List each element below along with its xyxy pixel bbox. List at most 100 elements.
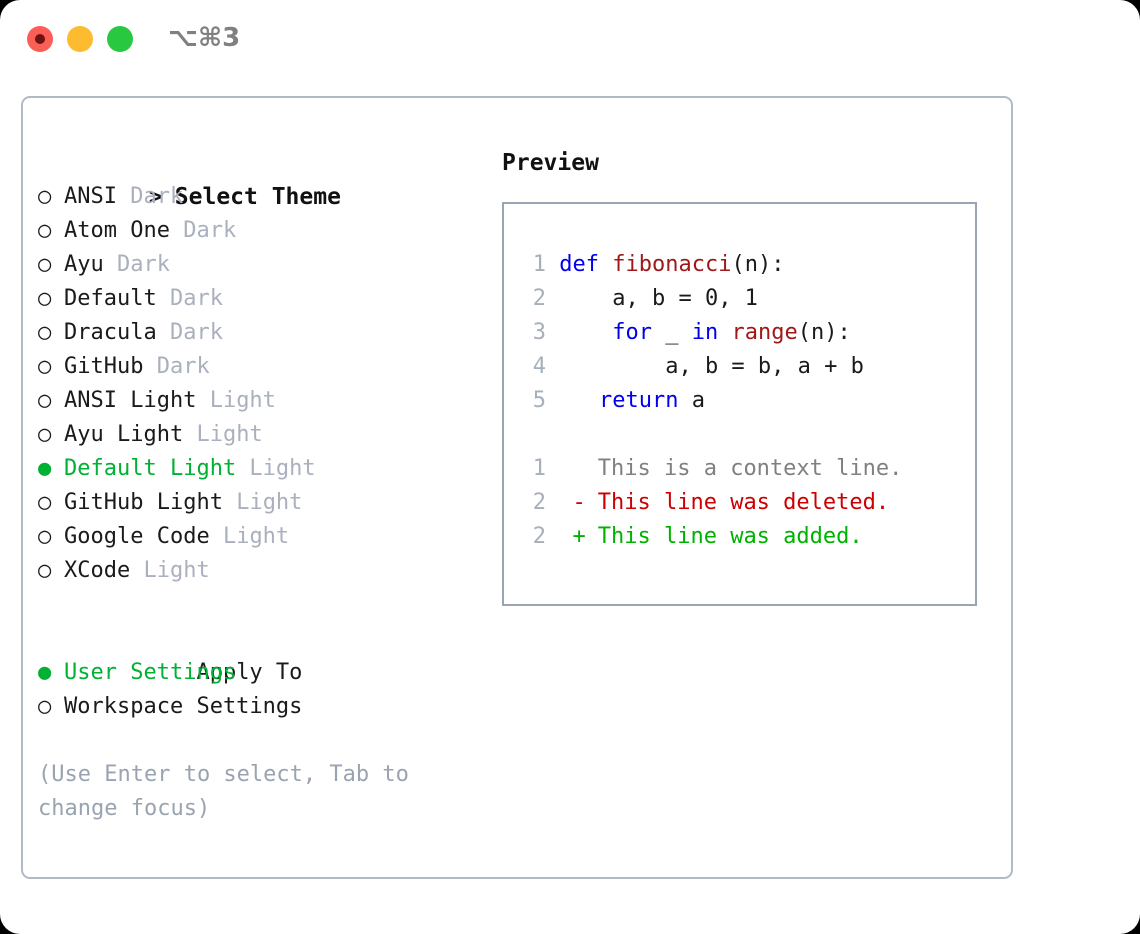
- code-token: [718, 320, 731, 345]
- theme-option-row[interactable]: ○ Ayu Dark: [38, 248, 478, 282]
- code-token: (n):: [731, 252, 785, 277]
- code-line-number: 1: [532, 252, 546, 277]
- theme-option-variant: Dark: [143, 354, 210, 379]
- diff-sign: [573, 452, 585, 486]
- minimize-window-button[interactable]: [67, 26, 93, 52]
- code-line: 5 return a: [520, 384, 975, 418]
- diff-line-text: This line was added.: [584, 524, 863, 549]
- diff-line-text: This line was deleted.: [584, 490, 890, 515]
- radio-unselected-icon: ○: [38, 286, 65, 311]
- theme-option-row[interactable]: ○ Atom One Dark: [38, 214, 478, 248]
- preview-pane: Preview 1 def fibonacci(n):2 a, b = 0, 1…: [502, 146, 997, 606]
- diff-gutter-space: [546, 456, 573, 481]
- diff-line: 1 This is a context line.: [520, 452, 975, 486]
- apply-to-label: Apply To: [38, 622, 478, 685]
- code-line: 1 def fibonacci(n):: [520, 248, 975, 282]
- theme-option-variant: Light: [196, 388, 276, 413]
- code-line: 3 for _ in range(n):: [520, 316, 975, 350]
- diff-sample: 1 This is a context line.2 - This line w…: [520, 452, 975, 554]
- diff-line-number: 2: [532, 524, 546, 549]
- code-gutter-space: [546, 320, 559, 345]
- radio-unselected-icon: ○: [38, 184, 65, 209]
- code-token: a: [678, 388, 705, 413]
- theme-option-row[interactable]: ○ ANSI Light Light: [38, 384, 478, 418]
- theme-option-row[interactable]: ○ Dracula Dark: [38, 316, 478, 350]
- theme-option-row[interactable]: ○ XCode Light: [38, 554, 478, 588]
- preview-spacer: [520, 418, 975, 452]
- apply-to-option-row[interactable]: ● User Settings: [38, 656, 478, 690]
- code-token: [599, 252, 612, 277]
- window-title: ⌥⌘3: [168, 23, 241, 53]
- theme-option-name: Google Code: [64, 524, 210, 549]
- code-token: in: [691, 320, 719, 345]
- radio-unselected-icon: ○: [38, 694, 65, 719]
- code-token: [559, 320, 612, 345]
- code-line-number: 4: [532, 354, 546, 379]
- theme-option-variant: Light: [183, 422, 263, 447]
- theme-option-variant: Light: [222, 490, 303, 515]
- diff-line-text: This is a context line.: [584, 456, 903, 481]
- code-token: _: [651, 320, 692, 345]
- radio-unselected-icon: ○: [38, 388, 65, 413]
- code-token: range: [731, 320, 798, 345]
- theme-option-row[interactable]: ○ ANSI Dark: [38, 180, 478, 214]
- theme-option-row[interactable]: ● Default Light Light: [38, 452, 478, 486]
- radio-unselected-icon: ○: [38, 354, 65, 379]
- code-token: return: [599, 388, 679, 413]
- radio-unselected-icon: ○: [38, 320, 65, 345]
- theme-option-name: Ayu Light: [64, 422, 184, 447]
- maximize-window-button[interactable]: [107, 26, 133, 52]
- theme-list-pane: > Select Theme ○ ANSI Dark○ Atom One Dar…: [38, 146, 478, 826]
- theme-option-row[interactable]: ○ GitHub Dark: [38, 350, 478, 384]
- code-token: def: [559, 252, 599, 277]
- code-line: 4 a, b = b, a + b: [520, 350, 975, 384]
- code-token: fibonacci: [612, 252, 732, 277]
- theme-option-row[interactable]: ○ Default Dark: [38, 282, 478, 316]
- theme-list-header: > Select Theme: [38, 146, 478, 210]
- radio-unselected-icon: ○: [38, 558, 65, 583]
- diff-line-number: 2: [532, 490, 546, 515]
- theme-option-name: Atom One: [64, 218, 170, 243]
- theme-option-row[interactable]: ○ Google Code Light: [38, 520, 478, 554]
- theme-option-variant: Light: [209, 524, 290, 549]
- apply-to-label-text: Apply To: [196, 660, 303, 685]
- code-line-number: 3: [532, 320, 546, 345]
- diff-line-number: 1: [532, 456, 546, 481]
- apply-to-option-name: User Settings: [64, 660, 237, 685]
- code-token: [559, 388, 599, 413]
- theme-option-row[interactable]: ○ Ayu Light Light: [38, 418, 478, 452]
- theme-option-name: Default Light: [64, 456, 237, 481]
- theme-option-name: ANSI Light: [64, 388, 197, 413]
- code-line-number: 2: [532, 286, 546, 311]
- theme-option-variant: Dark: [116, 184, 184, 209]
- theme-option-variant: Dark: [156, 320, 223, 345]
- diff-sign: -: [572, 490, 586, 515]
- code-gutter-space: [546, 286, 559, 311]
- radio-unselected-icon: ○: [38, 252, 65, 277]
- theme-option-variant: Dark: [156, 286, 223, 311]
- theme-option-variant: Dark: [169, 218, 237, 243]
- radio-unselected-icon: ○: [38, 524, 65, 549]
- apply-to-option-name: Workspace Settings: [64, 694, 303, 719]
- close-icon: [35, 34, 45, 44]
- theme-option-name: ANSI: [64, 184, 117, 209]
- diff-line: 2 - This line was deleted.: [520, 486, 975, 520]
- theme-option-name: Dracula: [64, 320, 157, 345]
- apply-to-option-row[interactable]: ○ Workspace Settings: [38, 690, 478, 724]
- code-gutter-space: [546, 252, 559, 277]
- diff-sign: +: [572, 524, 586, 549]
- radio-unselected-icon: ○: [38, 422, 65, 447]
- radio-unselected-icon: ○: [38, 218, 65, 243]
- window-titlebar: ⌥⌘3: [0, 0, 1140, 80]
- apply-to-option-list: ● User Settings○ Workspace Settings: [38, 656, 478, 724]
- theme-option-name: GitHub: [64, 354, 144, 379]
- code-gutter-space: [546, 388, 559, 413]
- theme-option-row[interactable]: ○ GitHub Light Light: [38, 486, 478, 520]
- preview-title: Preview: [502, 150, 599, 176]
- apply-to-section: Apply To ● User Settings○ Workspace Sett…: [38, 622, 478, 724]
- code-line-number: 5: [532, 388, 546, 413]
- radio-unselected-icon: ○: [38, 490, 65, 515]
- code-gutter-space: [546, 354, 559, 379]
